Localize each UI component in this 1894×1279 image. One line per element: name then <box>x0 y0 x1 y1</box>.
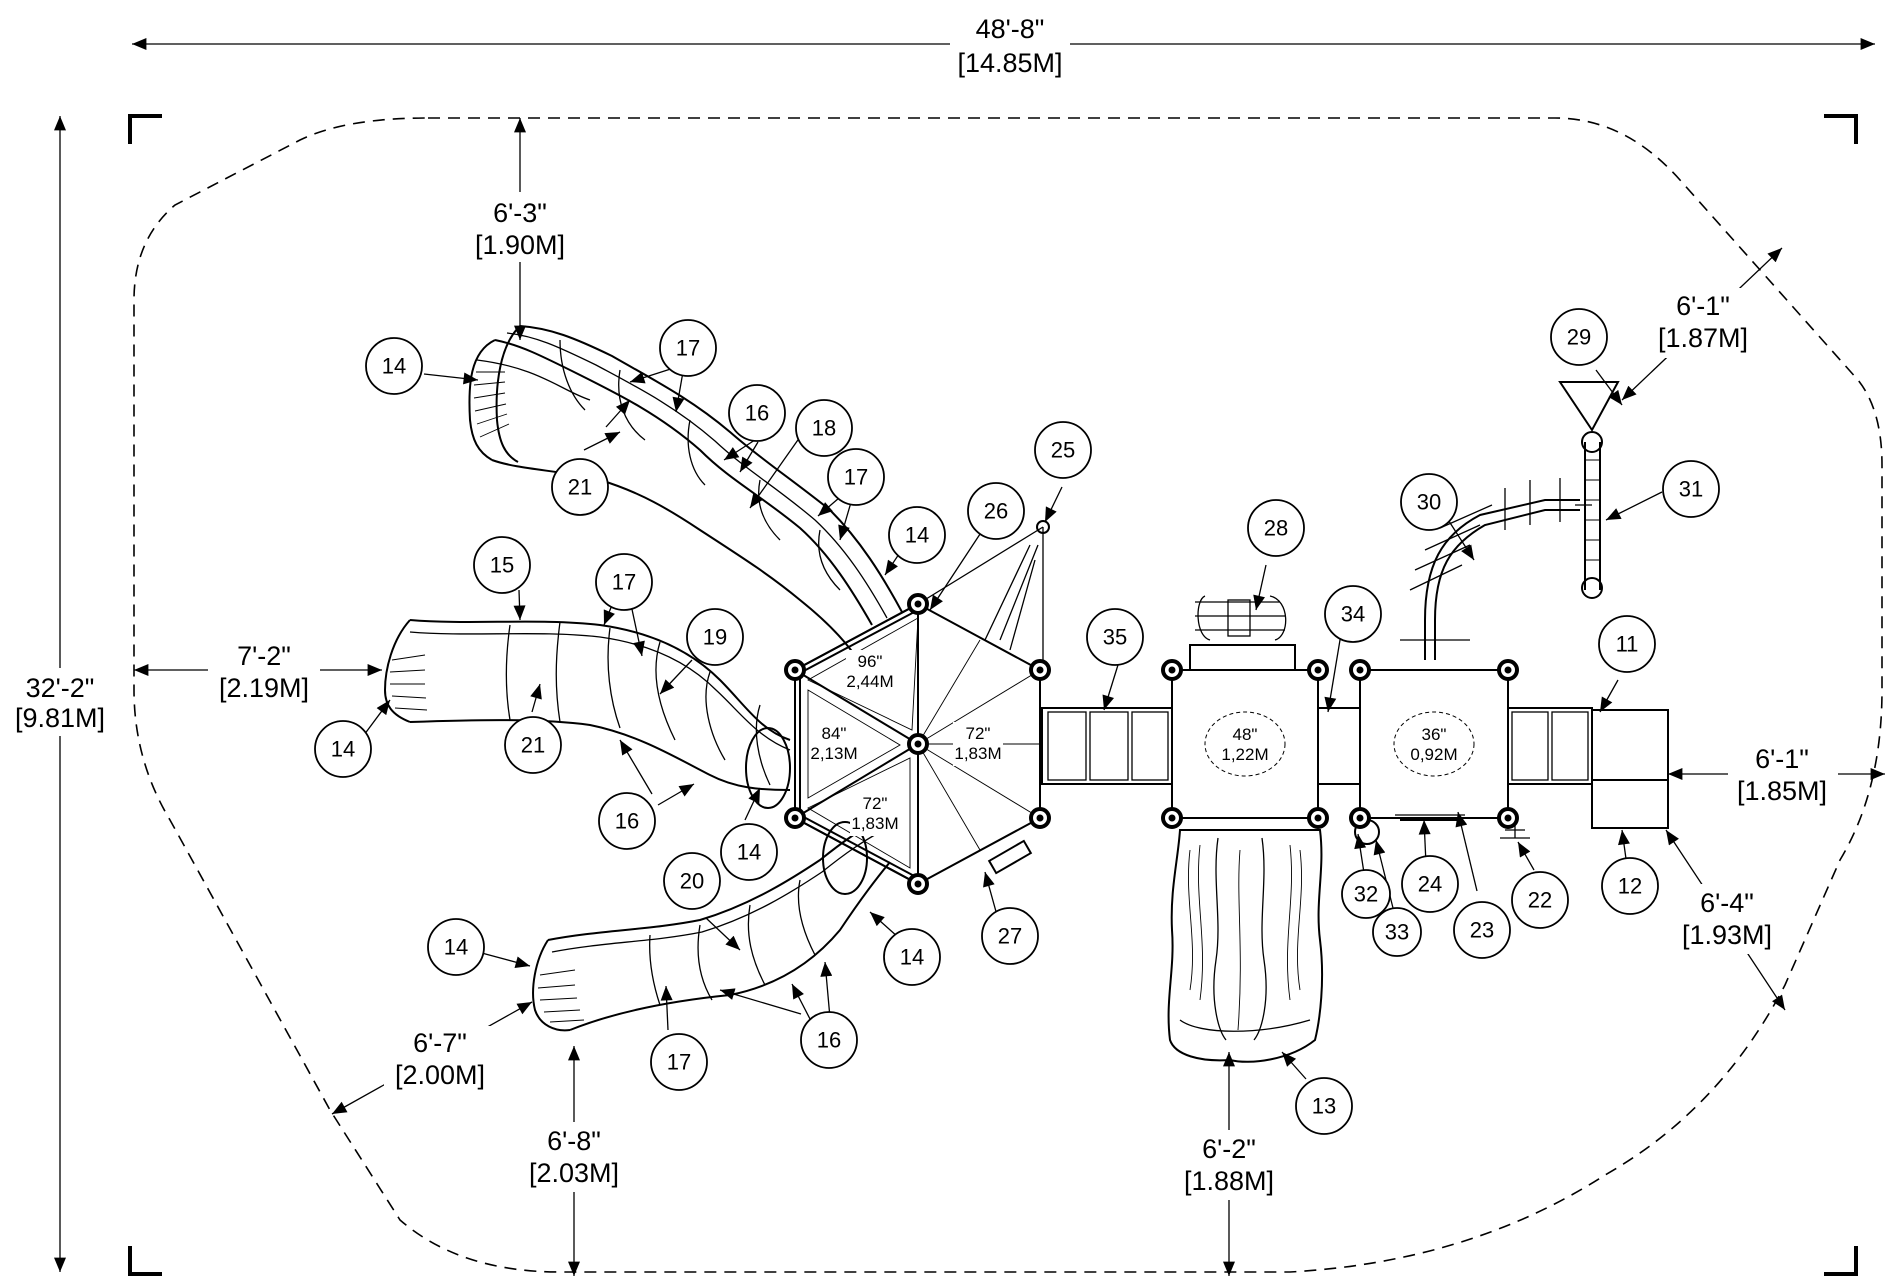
deck-72b-metric: 1,83M <box>851 814 898 833</box>
deck-96-imperial: 96" <box>858 652 883 671</box>
deck-72a-imperial: 72" <box>966 724 991 743</box>
callout-14-lower-exit: 14 <box>444 935 468 960</box>
dim-overall-depth-metric: [9.81M] <box>15 703 105 733</box>
callout-30: 30 <box>1417 490 1441 515</box>
deck-36-imperial: 36" <box>1422 725 1447 744</box>
dim-top-metric: [1.90M] <box>475 230 565 260</box>
deck-height-labels: 96" 2,44M 84" 2,13M 72" 1,83M 72" 1,83M <box>810 650 1003 836</box>
callout-31: 31 <box>1679 477 1703 502</box>
callout-16-middle: 16 <box>615 809 639 834</box>
rope-climber <box>917 520 1050 670</box>
callout-23: 23 <box>1470 918 1494 943</box>
dim-upper-right-diag-imperial: 6'-1" <box>1676 291 1730 321</box>
callout-14-middle-exit: 14 <box>331 737 355 762</box>
callout-35: 35 <box>1103 625 1127 650</box>
dim-lower-right-diag-imperial: 6'-4" <box>1700 888 1754 918</box>
dim-lower-left-diag-metric: [2.00M] <box>395 1060 485 1090</box>
deck-84-metric: 2,13M <box>810 744 857 763</box>
dimension-labels: 48'-8" [14.85M] 32'-2" [9.81M] 6'-3" [1.… <box>15 14 1827 1196</box>
callout-20: 20 <box>680 869 704 894</box>
dim-bottom-center-metric: [1.88M] <box>1184 1166 1274 1196</box>
callout-13: 13 <box>1312 1094 1336 1119</box>
deck-48-imperial: 48" <box>1233 725 1258 744</box>
callout-28: 28 <box>1264 516 1288 541</box>
dim-overall-depth-imperial: 32'-2" <box>26 673 95 703</box>
callout-34: 34 <box>1341 602 1365 627</box>
callout-21-upper: 21 <box>568 475 592 500</box>
callout-27: 27 <box>998 924 1022 949</box>
dim-lower-right-diag-metric: [1.93M] <box>1682 920 1772 950</box>
callout-24: 24 <box>1418 872 1442 897</box>
dim-left-imperial: 7'-2" <box>237 641 291 671</box>
callout-26: 26 <box>984 499 1008 524</box>
callout-14-lower-entry: 14 <box>900 945 924 970</box>
callout-18: 18 <box>812 416 836 441</box>
deck-72a-metric: 1,83M <box>954 744 1001 763</box>
callout-16-upper: 16 <box>745 401 769 426</box>
dimension-lines <box>6 8 1885 1276</box>
deck-84-imperial: 84" <box>822 724 847 743</box>
deck-36-metric: 0,92M <box>1410 745 1457 764</box>
dim-bottom-center-imperial: 6'-2" <box>1202 1134 1256 1164</box>
callout-bubbles <box>314 308 1720 1135</box>
callout-33: 33 <box>1385 920 1409 945</box>
callout-11: 11 <box>1616 632 1639 657</box>
callout-17-middle: 17 <box>612 570 636 595</box>
callout-14-upper-slide-exit: 14 <box>382 354 406 379</box>
dim-upper-right-diag-metric: [1.87M] <box>1658 323 1748 353</box>
callout-17-lower: 17 <box>667 1050 691 1075</box>
dim-lower-left-diag-imperial: 6'-7" <box>413 1028 467 1058</box>
callout-21-middle: 21 <box>521 733 545 758</box>
callout-29: 29 <box>1567 325 1591 350</box>
callout-numbers: 14 17 16 18 21 17 14 26 25 28 29 30 31 1… <box>331 325 1703 1119</box>
callout-15: 15 <box>490 553 514 578</box>
upper-tube-slide <box>468 325 903 661</box>
deck-96-metric: 2,44M <box>846 672 893 691</box>
callout-19: 19 <box>703 625 727 650</box>
dim-overall-width-metric: [14.85M] <box>957 48 1062 78</box>
callout-12: 12 <box>1618 874 1642 899</box>
callout-25: 25 <box>1051 438 1075 463</box>
middle-tube-slide <box>383 619 791 809</box>
callout-14-middle-entry: 14 <box>737 840 761 865</box>
posts <box>784 593 1519 895</box>
callout-17-upper: 17 <box>676 336 700 361</box>
lower-tube-slide <box>532 819 891 1032</box>
deck-48-metric: 1,22M <box>1221 745 1268 764</box>
dim-right-metric: [1.85M] <box>1737 776 1827 806</box>
callout-17-upper-right: 17 <box>844 465 868 490</box>
dim-bottom-left-imperial: 6'-8" <box>547 1126 601 1156</box>
dim-bottom-left-metric: [2.03M] <box>529 1158 619 1188</box>
bridge-and-decks: 48" 1,22M 36" 0,92M <box>987 595 1669 875</box>
use-zone-boundary <box>133 117 1883 1273</box>
dim-overall-width-imperial: 48'-8" <box>976 14 1045 44</box>
callout-22: 22 <box>1528 888 1552 913</box>
callout-16-lower: 16 <box>817 1028 841 1053</box>
arch-ladder <box>1400 381 1620 660</box>
deck-72b-imperial: 72" <box>863 794 888 813</box>
callout-14-upper-entry: 14 <box>905 523 929 548</box>
dim-left-metric: [2.19M] <box>219 673 309 703</box>
dim-right-imperial: 6'-1" <box>1755 744 1809 774</box>
callout-32: 32 <box>1354 882 1378 907</box>
corner-marks <box>128 114 1858 1276</box>
dim-top-imperial: 6'-3" <box>493 198 547 228</box>
wave-slide <box>1167 829 1324 1063</box>
